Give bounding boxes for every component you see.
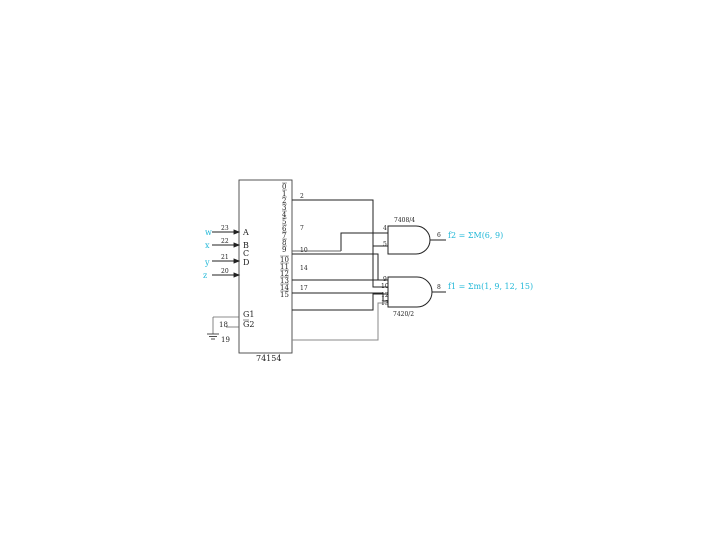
wire-pin-17: 17 <box>300 285 308 292</box>
decoder-chip-body <box>238 179 293 354</box>
out-8: 8 <box>282 239 286 247</box>
chip-enable-g2: G2 <box>243 320 254 329</box>
out-9: 9 <box>282 246 286 254</box>
out-5: 5 <box>282 218 286 226</box>
out-15: 15 <box>280 291 289 299</box>
enable-pin-18: 18 <box>219 321 228 329</box>
and-gate-7408-pin-6: 6 <box>437 232 441 239</box>
chip-enable-g1: G1 <box>243 310 254 319</box>
signal-label-z: z <box>203 271 207 280</box>
out-10: 10 <box>280 256 289 264</box>
input-pin-a: 23 <box>221 225 229 232</box>
ground-icon <box>207 333 219 340</box>
out-11: 11 <box>280 263 289 271</box>
chip-input-d: D <box>243 258 249 267</box>
input-pin-c: 21 <box>221 254 229 261</box>
and-gate-7420-name: 7420/2 <box>393 311 414 318</box>
output-overbars <box>280 182 289 292</box>
out-2: 2 <box>282 197 286 205</box>
out-14: 14 <box>280 284 289 292</box>
and-gate-7408-name: 7408/4 <box>394 217 415 224</box>
and-gate-7408-pin-5: 5 <box>383 241 387 248</box>
out-3: 3 <box>282 204 286 212</box>
out-6: 6 <box>282 225 287 233</box>
input-pin-d: 20 <box>221 268 229 275</box>
input-pin-b: 22 <box>221 238 229 245</box>
out-13: 13 <box>280 277 289 285</box>
and-gate-7420 <box>387 276 433 308</box>
chip-input-a: A <box>242 228 249 237</box>
f1-output-label: f1 = Σm(1, 9, 12, 15) <box>448 282 533 291</box>
decoder-chip-name: 74154 <box>256 354 281 363</box>
and-gate-7408 <box>387 225 431 255</box>
chip-input-b: B <box>243 241 249 250</box>
enable-ground-wiring <box>212 316 239 334</box>
decoder-output-wires <box>292 199 388 341</box>
and-gate-7420-pin-12: 12 <box>381 292 389 299</box>
wire-pin-14: 14 <box>300 265 308 272</box>
and-gate-7420-pin-9: 9 <box>383 276 387 283</box>
out-0: 0 <box>282 183 286 191</box>
and-gate-7420-pin-8: 8 <box>437 284 441 291</box>
out-12: 12 <box>280 270 289 278</box>
chip-input-c: C <box>243 249 249 258</box>
and-gate-7420-pin-13: 13 <box>381 300 389 307</box>
and-gate-7420-pin-10: 10 <box>381 283 389 290</box>
f2-output-label: f2 = ΣM(6, 9) <box>448 231 503 240</box>
signal-label-y: y <box>204 258 210 267</box>
signal-label-x: x <box>205 241 210 250</box>
wire-pin-7: 7 <box>300 225 304 232</box>
input-arrows <box>212 229 241 278</box>
out-4: 4 <box>282 211 287 219</box>
wire-pin-2: 2 <box>300 193 304 200</box>
out-7: 7 <box>282 232 286 240</box>
out-1: 1 <box>282 190 286 198</box>
and-gate-7408-pin-4: 4 <box>383 225 387 232</box>
enable-pin-19: 19 <box>221 336 230 344</box>
chip-output-labels: 0 1 2 3 4 5 6 7 8 9 10 11 12 13 14 15 <box>280 183 289 299</box>
signal-label-w: w <box>205 228 212 237</box>
